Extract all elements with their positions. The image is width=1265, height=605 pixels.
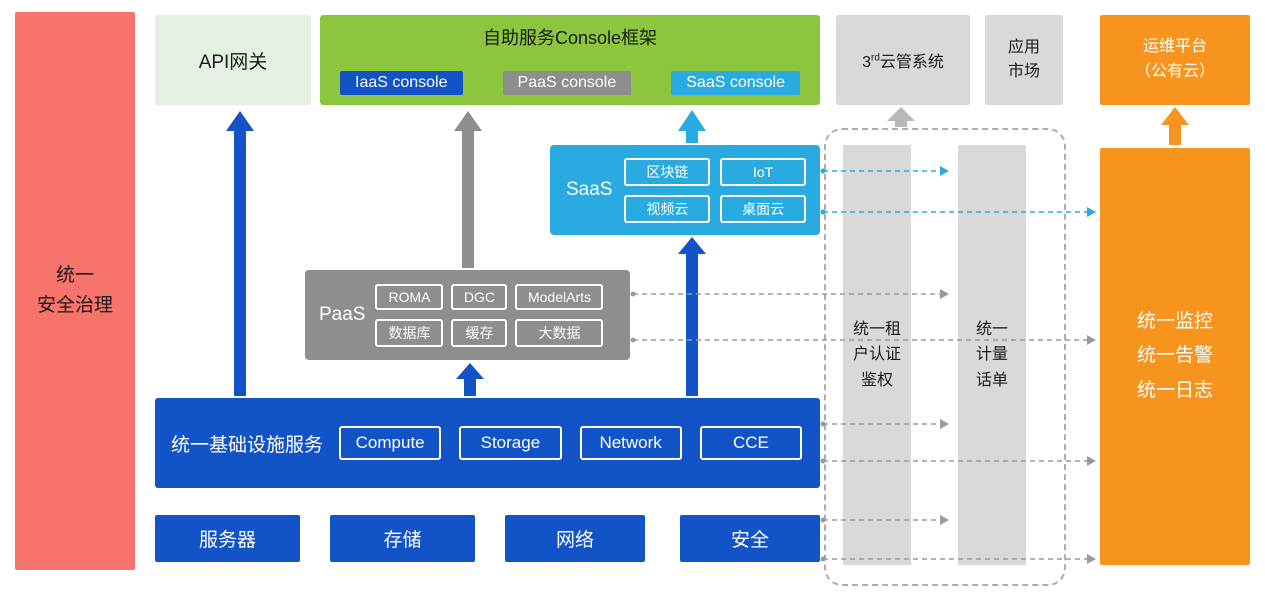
paas-label: PaaS [319, 304, 366, 325]
om-platform-box: 运维平台 （公有云） [1100, 15, 1250, 105]
api-gateway-box: API网关 [155, 15, 311, 105]
third-party-cloud-box: 3rd云管系统 [836, 15, 970, 105]
infra-box-security: 安全 [680, 515, 820, 562]
console-frame-title: 自助服务Console框架 [482, 28, 658, 48]
saas-chip-blockchain: 区块链 [624, 157, 711, 186]
metering-bar: 统一 计量 话单 [958, 145, 1026, 565]
saas-box: SaaS 区块链 IoT 视频云 桌面云 [550, 145, 820, 235]
iaas-box: 统一基础设施服务 Compute Storage Network CCE [155, 398, 820, 488]
paas-service-grid: ROMA DGC ModelArts 数据库 缓存 大数据 [375, 283, 604, 347]
saas-service-grid: 区块链 IoT 视频云 桌面云 [624, 157, 806, 223]
iaas-service-row: Compute Storage Network CCE [339, 426, 803, 460]
saas-chip-iot: IoT [720, 157, 806, 186]
paas-box: PaaS ROMA DGC ModelArts 数据库 缓存 大数据 [305, 270, 630, 360]
iaas-console-label: IaaS console [340, 71, 463, 95]
arrow-shared-to-third-party [887, 107, 915, 127]
arrow-iaas-to-paas [456, 363, 484, 396]
infra-box-server: 服务器 [155, 515, 300, 562]
app-market-box: 应用 市场 [985, 15, 1063, 105]
paas-chip-modelarts: ModelArts [515, 283, 604, 310]
third-party-cloud-label: 3rd云管系统 [862, 52, 944, 71]
iaas-label: 统一基础设施服务 [171, 434, 324, 456]
iaas-chip-compute: Compute [339, 426, 442, 460]
iaas-chip-network: Network [579, 426, 682, 460]
console-frame-box: 自助服务Console框架 IaaS console PaaS console … [320, 15, 820, 105]
saas-chip-desktop-cloud: 桌面云 [720, 194, 806, 223]
security-governance-bar: 统一 安全治理 [15, 12, 135, 570]
arrow-iaas-to-api-gateway [226, 111, 254, 396]
arrow-saas-to-console [678, 110, 706, 143]
arrow-iaas-to-saas [678, 237, 706, 396]
saas-console-label: SaaS console [671, 71, 800, 95]
infra-box-storage: 存储 [330, 515, 475, 562]
arrow-paas-to-console [454, 111, 482, 268]
monitoring-alarm-log-box: 统一监控 统一告警 统一日志 [1100, 148, 1250, 565]
console-button-row: IaaS console PaaS console SaaS console [334, 71, 806, 95]
paas-chip-dgc: DGC [451, 283, 508, 310]
arrow-monitoring-to-om-platform [1161, 107, 1189, 145]
paas-chip-cache: 缓存 [451, 318, 508, 347]
iaas-chip-cce: CCE [699, 426, 803, 460]
shared-services-dashed-container [824, 128, 1066, 586]
paas-chip-roma: ROMA [375, 283, 444, 310]
paas-console-label: PaaS console [502, 71, 632, 95]
saas-chip-video-cloud: 视频云 [624, 194, 711, 223]
saas-label: SaaS [566, 179, 613, 200]
paas-chip-bigdata: 大数据 [515, 318, 604, 347]
infra-box-network: 网络 [505, 515, 645, 562]
tenant-auth-bar: 统一租 户认证 鉴权 [843, 145, 911, 565]
paas-chip-database: 数据库 [375, 318, 444, 347]
iaas-chip-storage: Storage [459, 426, 562, 460]
